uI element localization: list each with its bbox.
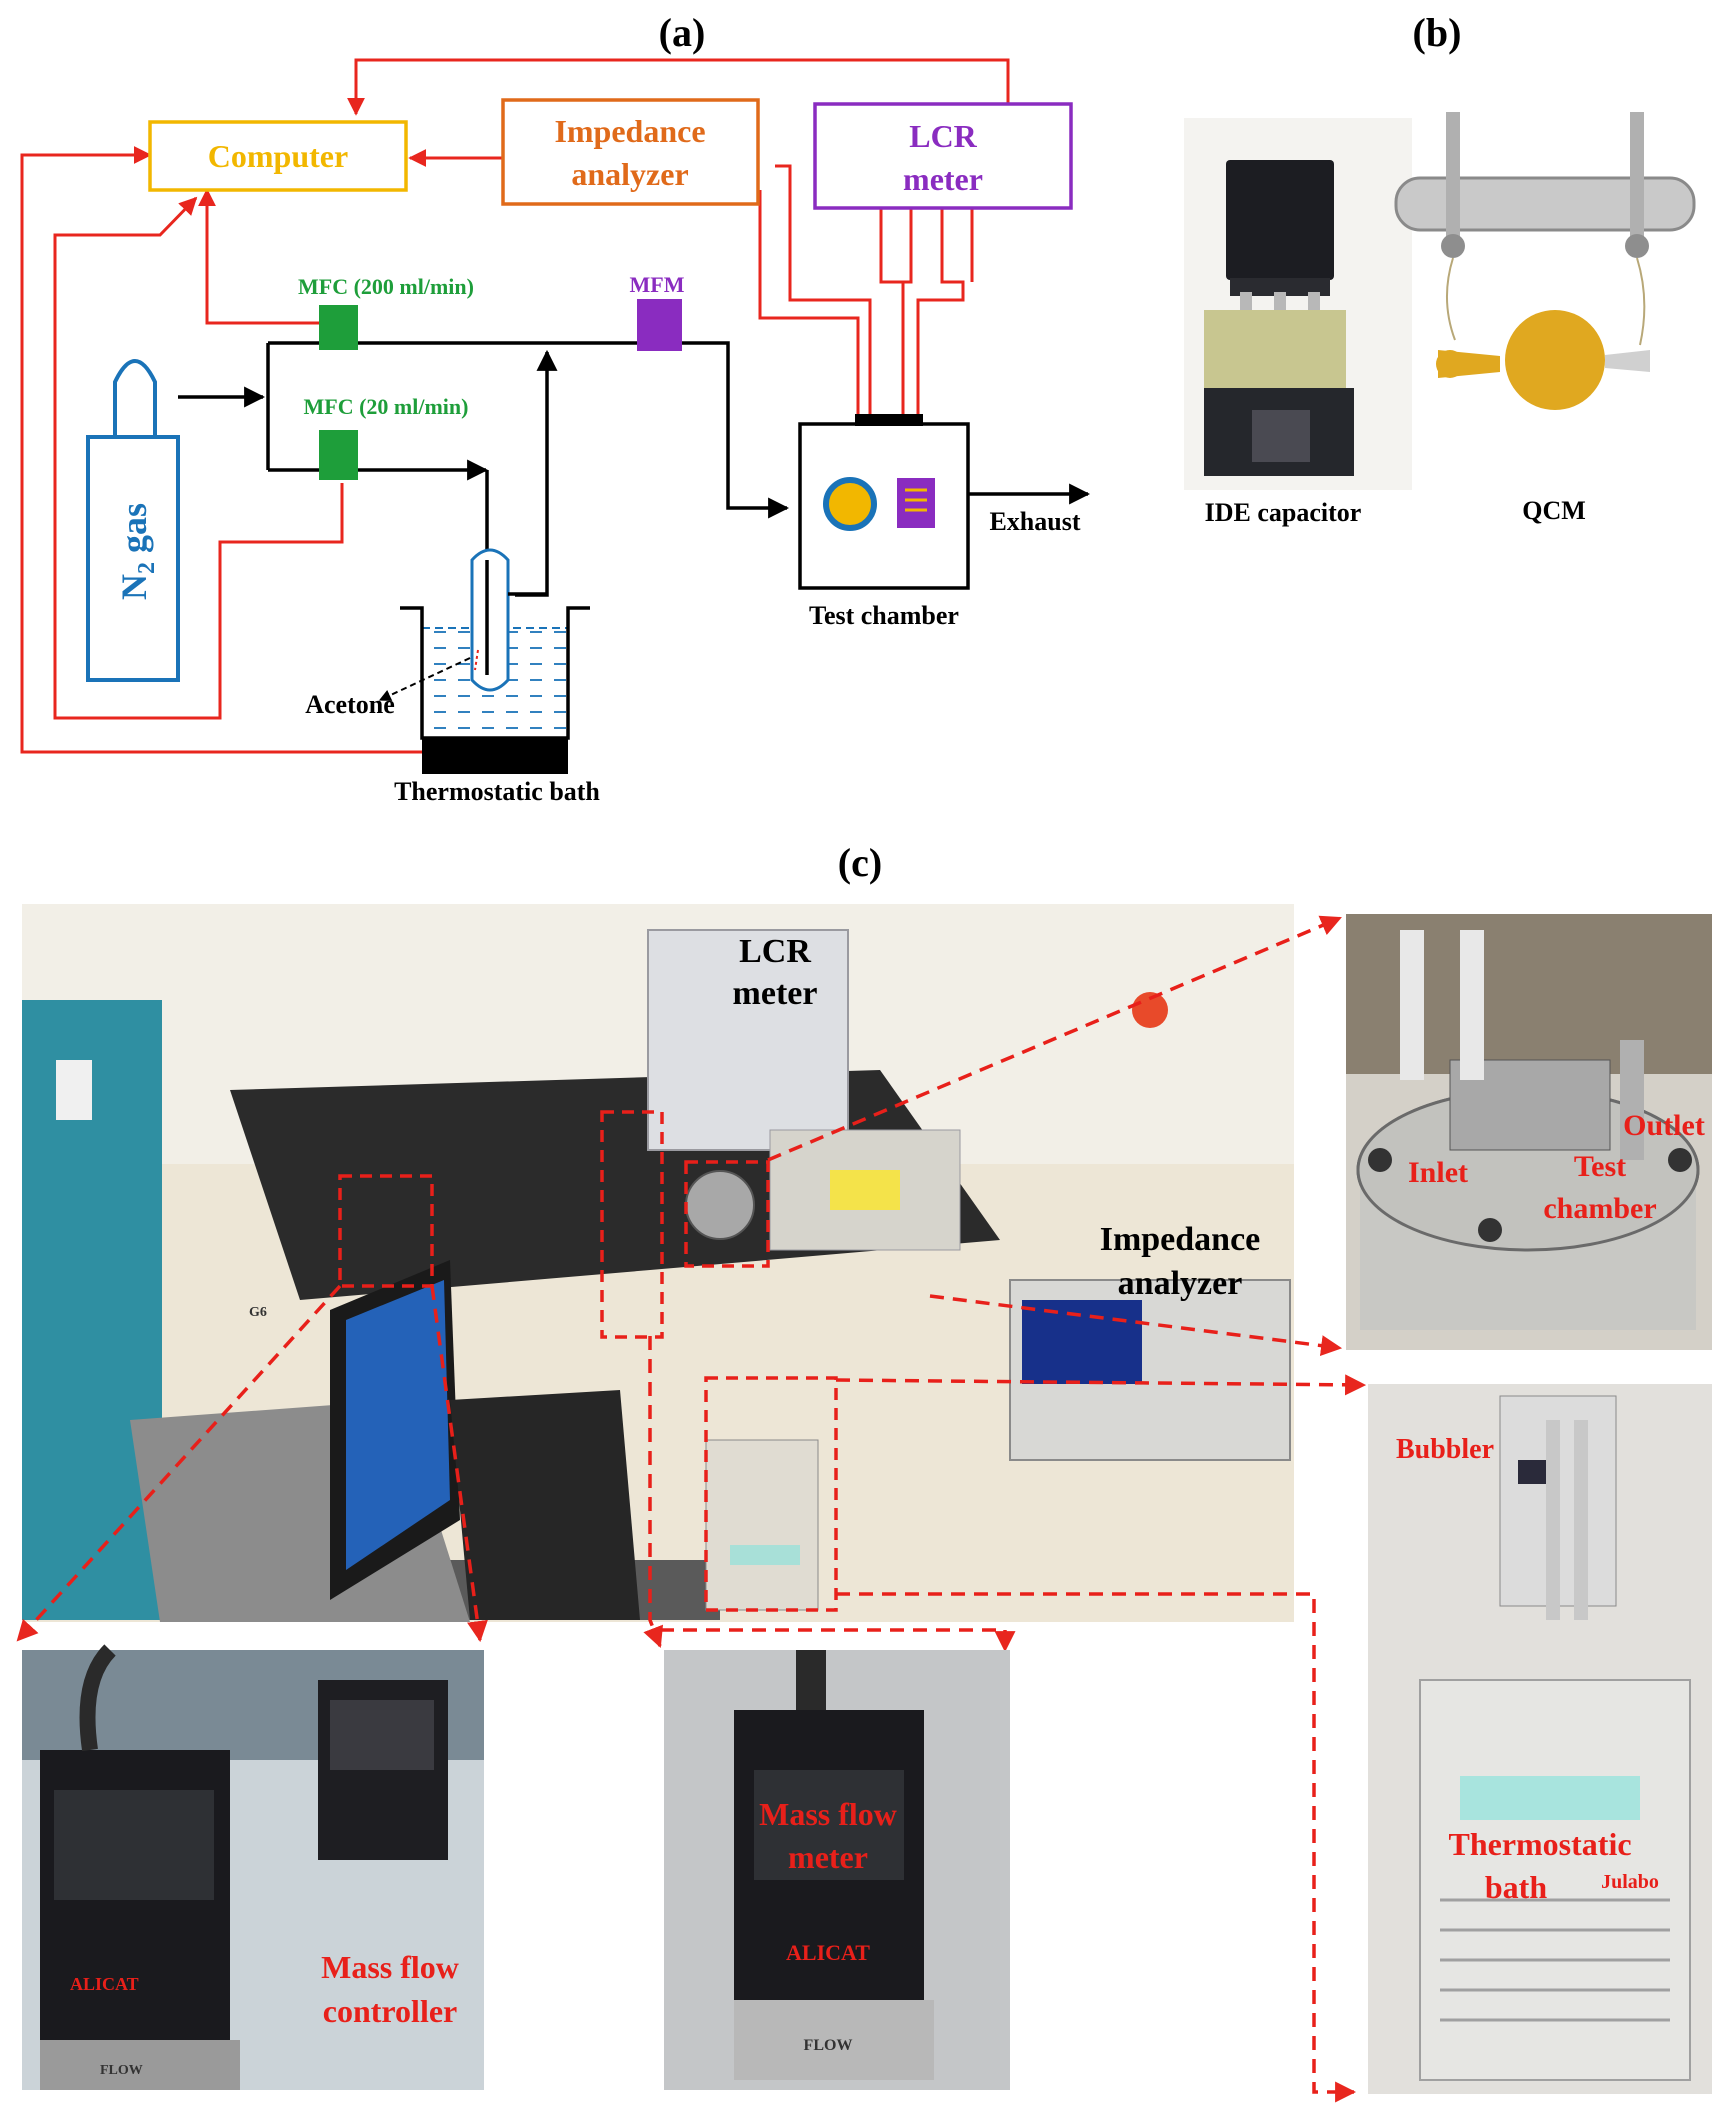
- exhaust-label: Exhaust: [989, 507, 1080, 536]
- panel-b-label: (b): [1413, 10, 1462, 55]
- lcr-meter-box: [813, 102, 1073, 210]
- lcr-label-2: meter: [903, 161, 983, 197]
- test-chamber-label: Test chamber: [809, 601, 959, 630]
- photo-mfm-brand: ALICAT: [786, 1940, 870, 1965]
- photo-mfm-label-1: Mass flow: [759, 1796, 897, 1832]
- photo-outlet-label: Outlet: [1623, 1109, 1705, 1142]
- impedance-label-2: analyzer: [571, 156, 688, 192]
- mfc-20-label: MFC (20 ml/min): [304, 394, 469, 419]
- photo-mfm-flow-tag: FLOW: [804, 2037, 853, 2054]
- impedance-label-1: Impedance: [554, 113, 705, 149]
- thermostatic-bath-label: Thermostatic bath: [394, 777, 600, 806]
- panel-c-label: (c): [838, 840, 882, 885]
- photo-mfc-label-1: Mass flow: [321, 1949, 459, 1985]
- mfm-label: MFM: [630, 272, 685, 297]
- photo-inlet-label: Inlet: [1408, 1156, 1468, 1189]
- qcm-label: QCM: [1522, 496, 1586, 525]
- photo-lcr-label-2: meter: [733, 975, 818, 1012]
- photo-impedance-label-2: analyzer: [1118, 1265, 1243, 1302]
- highlight-boxes: [338, 1110, 838, 1612]
- photo-lcr-label-1: LCR: [739, 933, 811, 970]
- test-chamber-photo: [1346, 914, 1712, 1350]
- n2-gas-label: N2 gas: [114, 503, 160, 600]
- qcm-photo: [1394, 112, 1696, 410]
- mfc-200-box: [319, 305, 358, 350]
- photo-cylinder-tag: G6: [249, 1305, 267, 1320]
- panel-a-label: (a): [659, 10, 706, 55]
- photo-thermo-label-1: Thermostatic: [1448, 1826, 1631, 1862]
- impedance-analyzer-box: [501, 98, 760, 206]
- acetone-label: Acetone: [305, 690, 395, 719]
- photo-test-label-2: chamber: [1543, 1192, 1656, 1225]
- thermostatic-bath-photo: [1368, 1384, 1712, 2094]
- bath-vessel: [378, 548, 590, 774]
- photo-julabo-brand: Julabo: [1601, 1871, 1659, 1893]
- test-chamber: [798, 414, 970, 590]
- photo-mfc-flow-tag: FLOW: [100, 2063, 143, 2078]
- mfc-200-label: MFC (200 ml/min): [298, 274, 474, 299]
- mass-flow-controller-photo: [22, 1644, 484, 2090]
- photo-mfm-label-2: meter: [788, 1839, 868, 1875]
- photo-bubbler-label: Bubbler: [1396, 1434, 1494, 1465]
- callout-arrows: [16, 915, 1367, 2103]
- ide-label: IDE capacitor: [1205, 498, 1362, 527]
- signal-wires: [20, 58, 1010, 754]
- mfc-20-box: [319, 430, 358, 480]
- mfm-box: [637, 299, 682, 351]
- n2-gas-cylinder: [86, 359, 180, 682]
- ide-capacitor-photo: [1184, 118, 1412, 490]
- computer-label: Computer: [208, 138, 348, 174]
- photo-thermo-label-2: bath: [1485, 1869, 1547, 1905]
- photo-mfc-label-2: controller: [323, 1993, 457, 2029]
- photo-mfc-brand: ALICAT: [70, 1974, 139, 1994]
- lcr-label-1: LCR: [909, 118, 977, 154]
- computer-box: [148, 120, 408, 192]
- photo-impedance-label-1: Impedance: [1100, 1221, 1261, 1258]
- lab-setup-photo: [22, 904, 1294, 1622]
- photo-test-label-1: Test: [1574, 1150, 1626, 1183]
- mass-flow-meter-photo: [664, 1650, 1010, 2090]
